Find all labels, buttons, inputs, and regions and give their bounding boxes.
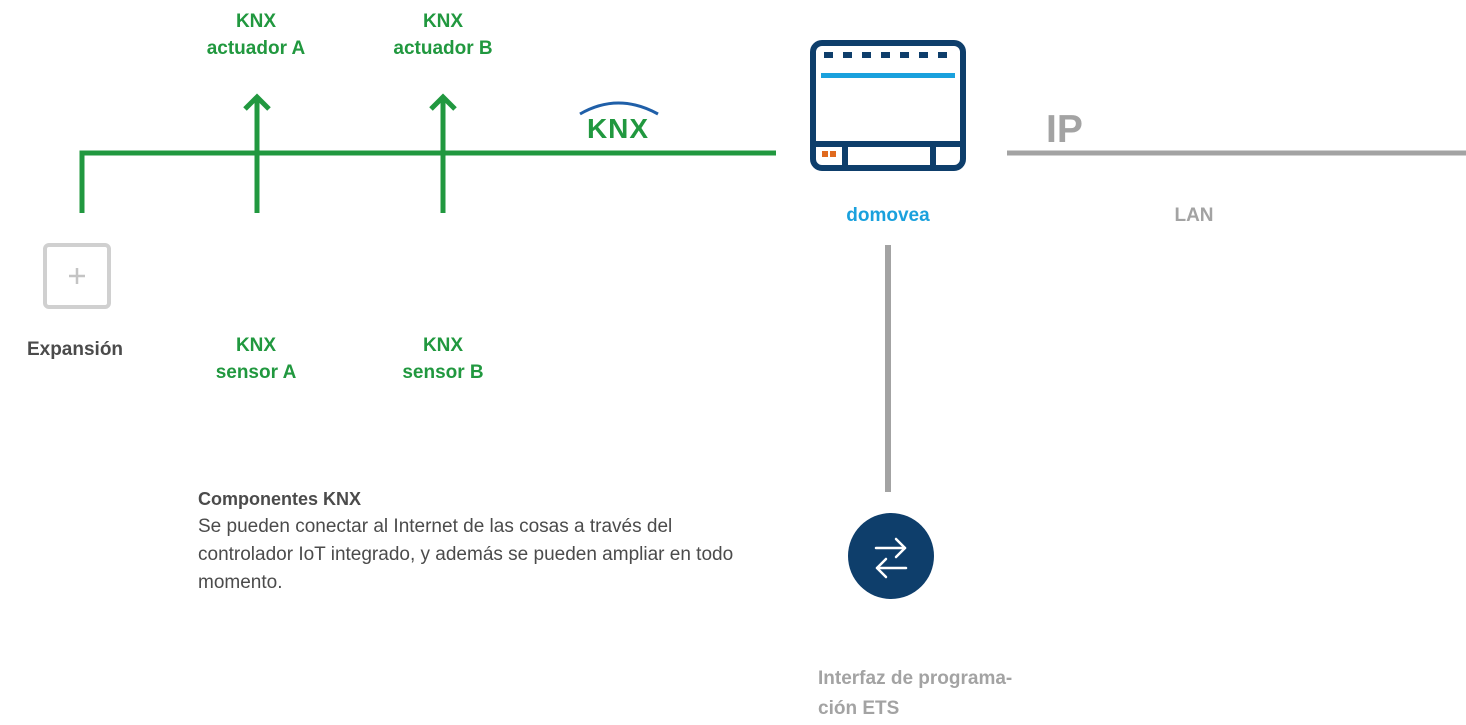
- domovea-device-icon: [810, 40, 966, 171]
- actuator-b-label-line2: actuador B: [393, 38, 493, 59]
- lan-label: LAN: [1174, 205, 1214, 226]
- knx-bus-main-line: [79, 150, 776, 213]
- knx-logo: KNX: [579, 101, 659, 144]
- expansion-box: [43, 243, 111, 309]
- domovea-label: domovea: [846, 205, 930, 226]
- knx-components-title: Componentes KNX: [198, 489, 362, 509]
- knx-logo-arc: [579, 101, 659, 116]
- actuator-a-label-line1: KNX: [235, 11, 277, 32]
- sensor-b-label-line2: sensor B: [402, 362, 484, 383]
- actuator-b-label-line1: KNX: [422, 11, 464, 32]
- sensor-b-label: KNX sensor B: [363, 332, 523, 386]
- expansion-label: Expansión: [26, 339, 124, 360]
- actuator-a-arrowhead-icon: [243, 93, 271, 111]
- sensor-a-label-line1: KNX: [235, 335, 277, 356]
- sensor-a-label: KNX sensor A: [176, 332, 336, 386]
- ip-label: IP: [1046, 108, 1083, 151]
- ets-label-line1: Interfaz de programa-: [818, 668, 1013, 689]
- actuator-b-arrowhead-icon: [429, 93, 457, 111]
- sensor-b-label-line1: KNX: [422, 335, 464, 356]
- ets-interface-icon: [848, 513, 934, 599]
- swap-arrows-icon: [874, 537, 908, 579]
- actuator-a-label-line2: actuador A: [206, 38, 306, 59]
- knx-logo-text: KNX: [587, 113, 649, 144]
- ets-interface-label: Interfaz de programa- ción ETS: [818, 664, 1078, 724]
- knx-bus: [79, 93, 776, 213]
- plus-icon: [69, 268, 85, 284]
- ets-label-line2: ción ETS: [818, 698, 900, 719]
- sensor-a-label-line2: sensor A: [215, 362, 297, 383]
- knx-components-info: Componentes KNX Se pueden conectar al In…: [198, 486, 758, 597]
- knx-components-description: Se pueden conectar al Internet de las co…: [198, 516, 734, 593]
- actuator-a-label: KNX actuador A: [176, 8, 336, 62]
- actuator-b-label: KNX actuador B: [363, 8, 523, 62]
